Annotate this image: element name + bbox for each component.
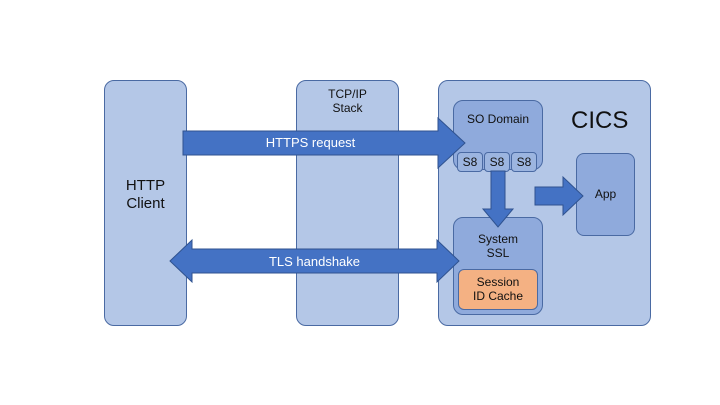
http-client-box: HTTP Client xyxy=(104,80,187,326)
session-id-cache-box: Session ID Cache xyxy=(458,269,538,310)
tls-handshake-arrow xyxy=(169,238,460,284)
app-label: App xyxy=(594,187,617,201)
tcpip-stack-label: TCP/IP Stack xyxy=(328,87,367,116)
cics-title: CICS xyxy=(571,107,629,134)
s8-slot: S8 xyxy=(457,152,483,172)
https-request-label: HTTPS request xyxy=(265,135,356,150)
so-domain-label: SO Domain xyxy=(466,112,530,126)
s8-slot: S8 xyxy=(484,152,510,172)
system-ssl-label: System SSL xyxy=(477,232,518,261)
down-arrow xyxy=(481,170,515,228)
http-client-label: HTTP Client xyxy=(125,177,166,212)
right-arrow-to-app xyxy=(534,175,584,217)
https-request-arrow xyxy=(182,116,466,170)
tls-handshake-label: TLS handshake xyxy=(268,254,361,269)
app-box: App xyxy=(576,153,635,236)
session-id-cache-label: Session ID Cache xyxy=(472,275,524,304)
s8-slot: S8 xyxy=(511,152,537,172)
tcpip-stack-box: TCP/IP Stack xyxy=(296,80,399,326)
